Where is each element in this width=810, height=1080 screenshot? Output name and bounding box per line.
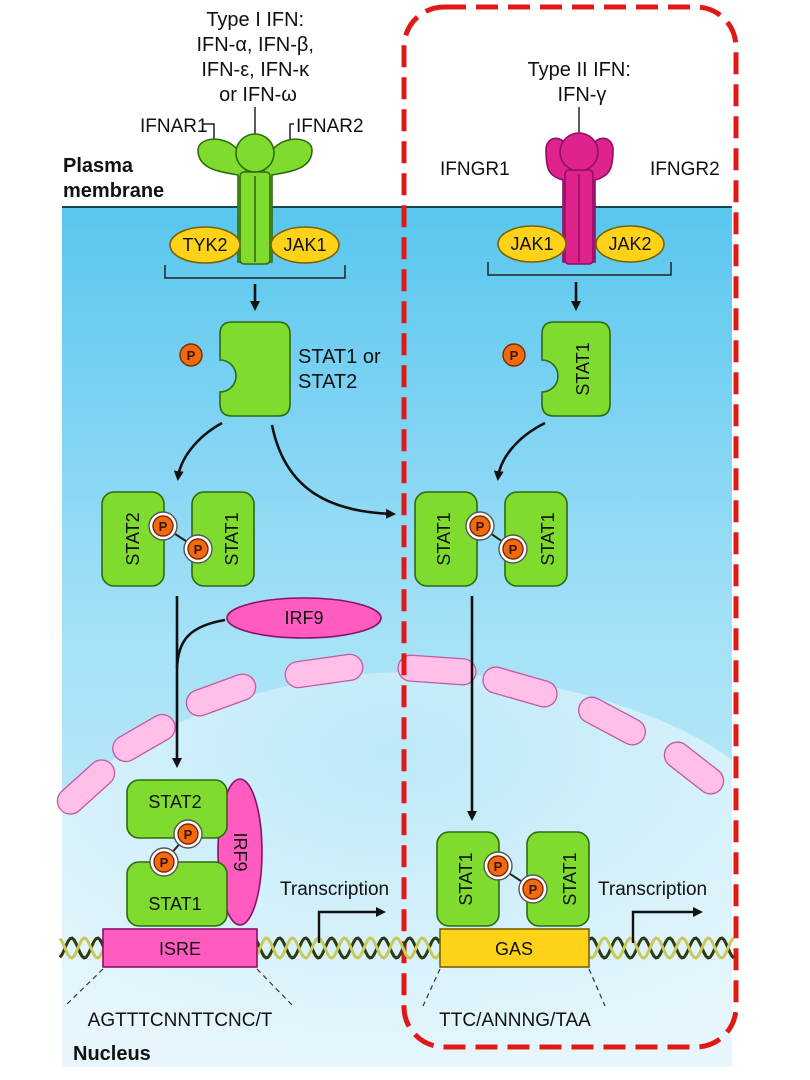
jak1-label-left: JAK1 <box>283 235 326 255</box>
gas-element: GAS <box>439 928 590 968</box>
type-i-ifn-label: Type I IFN: IFN-α, IFN-β, IFN-ε, IFN-κ o… <box>196 9 319 106</box>
stat1-or-stat2-label: STAT1 or STAT2 <box>298 346 386 393</box>
stat-label-line-1: STAT1 or <box>298 346 381 368</box>
stat1-monomer-label: STAT1 <box>573 342 593 395</box>
type-i-line-4: or IFN-ω <box>219 84 297 106</box>
dimer-stat2-label: STAT2 <box>123 512 143 565</box>
membrane-line-2: membrane <box>63 180 164 202</box>
type-ii-line-1: Type II IFN: <box>528 59 631 81</box>
dimer-stat1-label: STAT1 <box>222 512 242 565</box>
phosphate-icon <box>179 343 203 367</box>
isre-label: ISRE <box>159 939 201 959</box>
cyto-dimer-phosphate-1: P <box>476 519 485 534</box>
jak2-kinase: JAK2 <box>595 225 665 263</box>
complex-stat1-label: STAT1 <box>148 894 201 914</box>
complex-irf9-label: IRF9 <box>230 832 250 871</box>
type-i-line-1: Type I IFN: <box>206 9 304 31</box>
dna-strand <box>58 936 106 960</box>
dna-helix <box>58 936 735 960</box>
nuc-dimer-phosphate-2: P <box>529 882 538 897</box>
cyto-dimer-left-label: STAT1 <box>434 512 454 565</box>
tyk2-kinase: TYK2 <box>169 226 241 264</box>
nuc-dimer-left-label: STAT1 <box>456 852 476 905</box>
dna-strand <box>58 936 106 960</box>
dimer-phosphate-2: P <box>194 542 203 557</box>
jak1-kinase-type-i: JAK1 <box>270 226 340 264</box>
type-i-line-2: IFN-α, IFN-β, <box>196 34 314 56</box>
jak1-label-right: JAK1 <box>510 234 553 254</box>
irf9-label: IRF9 <box>284 608 323 628</box>
gas-sequence: TTC/ANNNG/TAA <box>439 1010 591 1031</box>
tyk2-label: TYK2 <box>182 235 227 255</box>
dna-strand <box>254 936 442 960</box>
plasma-membrane-label: Plasma membrane <box>63 155 164 202</box>
irf9-protein: IRF9 <box>226 597 382 639</box>
nucleus-label: Nucleus <box>73 1043 151 1065</box>
ifngr1-label: IFNGR1 <box>440 159 510 180</box>
phosphate-label: P <box>187 348 196 363</box>
nuc-dimer-right-label: STAT1 <box>560 852 580 905</box>
isgf3-complex: IRF9 STAT2 STAT1 P P <box>126 778 263 927</box>
dimer-phosphate-1: P <box>159 519 168 534</box>
jak1-kinase-type-ii: JAK1 <box>497 225 567 263</box>
stat-label-line-2: STAT2 <box>298 371 357 393</box>
isre-element: ISRE <box>102 928 258 968</box>
type-ii-ifn-label: Type II IFN: IFN-γ <box>528 59 637 106</box>
ifngr-receptor <box>545 132 614 265</box>
membrane-line-1: Plasma <box>63 155 134 177</box>
type-i-line-3: IFN-ε, IFN-κ <box>201 59 310 81</box>
nucleus-interior <box>62 671 732 1067</box>
ifngr2-label: IFNGR2 <box>650 159 720 180</box>
ifnar-receptor <box>197 133 313 265</box>
jak2-label: JAK2 <box>608 234 651 254</box>
ifnar2-label: IFNAR2 <box>296 116 364 137</box>
complex-phosphate-1: P <box>184 827 193 842</box>
stat1-monomer-type-ii: STAT1 P <box>502 321 611 417</box>
transcription-label-left: Transcription <box>280 879 389 900</box>
ifnar1-label: IFNAR1 <box>140 116 208 137</box>
complex-stat2-label: STAT2 <box>148 792 201 812</box>
cyto-dimer-phosphate-2: P <box>509 542 518 557</box>
nuc-dimer-phosphate-1: P <box>494 859 503 874</box>
stat2-stat1-dimer: STAT2 STAT1 P P <box>101 491 255 587</box>
stat1-homodimer-nuclear: STAT1 STAT1 P P <box>436 831 590 927</box>
complex-phosphate-2: P <box>160 855 169 870</box>
type-ii-highlight-box <box>401 4 739 1050</box>
stat1-homodimer-cyto: STAT1 STAT1 P P <box>414 491 568 587</box>
dna-strand <box>586 936 735 960</box>
type-ii-phosphate-label: P <box>510 348 519 363</box>
type-ii-line-2: IFN-γ <box>558 84 607 106</box>
gas-label: GAS <box>495 939 533 959</box>
transcription-label-right: Transcription <box>598 879 707 900</box>
stat-monomer-type-i: P <box>179 321 291 417</box>
cyto-dimer-right-label: STAT1 <box>538 512 558 565</box>
isre-sequence: AGTTTCNNTTCNC/T <box>88 1010 273 1031</box>
dna-strand <box>586 936 735 960</box>
nuclear-envelope <box>56 653 725 815</box>
